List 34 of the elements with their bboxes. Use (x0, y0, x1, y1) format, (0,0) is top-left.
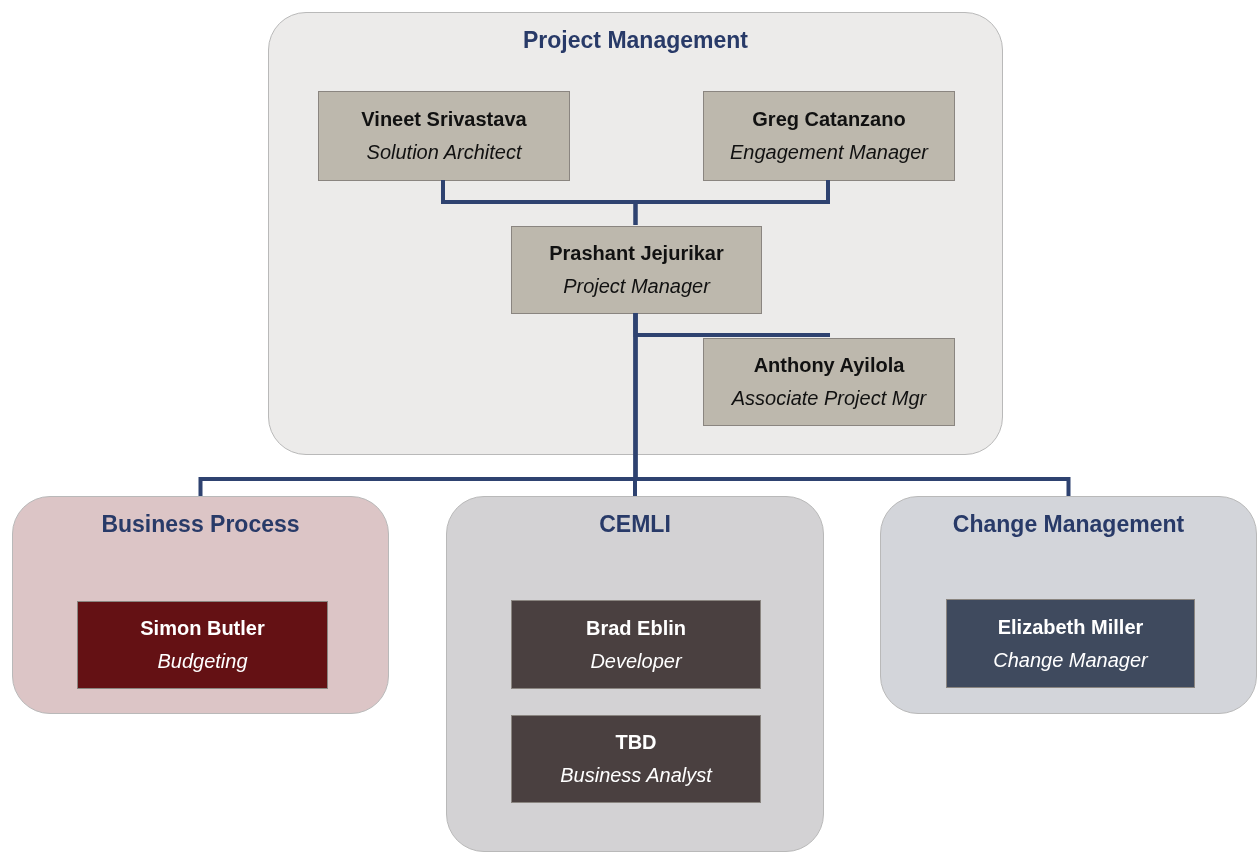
role-title: Developer (590, 649, 682, 673)
role-box (511, 226, 762, 314)
person-name: TBD (615, 731, 657, 754)
person-name: Simon Butler (140, 617, 265, 640)
role-box (703, 91, 955, 181)
team-heading: Project Management (522, 27, 749, 54)
role-box (703, 338, 955, 426)
team-heading: CEMLI (598, 511, 672, 538)
role-title: Change Manager (993, 648, 1148, 672)
person-name: Brad Eblin (586, 616, 686, 640)
person-name: Anthony Ayilola (753, 354, 905, 377)
role-box (77, 601, 328, 689)
person-name: Elizabeth Miller (997, 615, 1144, 639)
team-panel (268, 12, 1003, 455)
role-title: Solution Architect (366, 141, 522, 164)
role-box (511, 715, 761, 803)
person-name: Prashant Jejurikar (549, 242, 724, 265)
connector-line (633, 180, 830, 225)
team-heading: Change Management (951, 511, 1186, 538)
role-title: Budgeting (157, 650, 248, 673)
role-box (511, 600, 761, 689)
role-title: Engagement Manager (730, 141, 928, 164)
role-box (946, 599, 1195, 688)
team-heading: Business Process (100, 511, 301, 538)
role-box (318, 91, 570, 181)
team-panel (446, 496, 824, 852)
role-title: Associate Project Mgr (731, 387, 927, 410)
role-title: Project Manager (563, 275, 710, 298)
role-title: Business Analyst (560, 764, 712, 787)
person-name: Vineet Srivastava (361, 108, 527, 131)
team-panel (12, 496, 389, 714)
team-panel (880, 496, 1257, 714)
connector-line (633, 313, 1071, 496)
person-name: Greg Catanzano (752, 108, 906, 131)
